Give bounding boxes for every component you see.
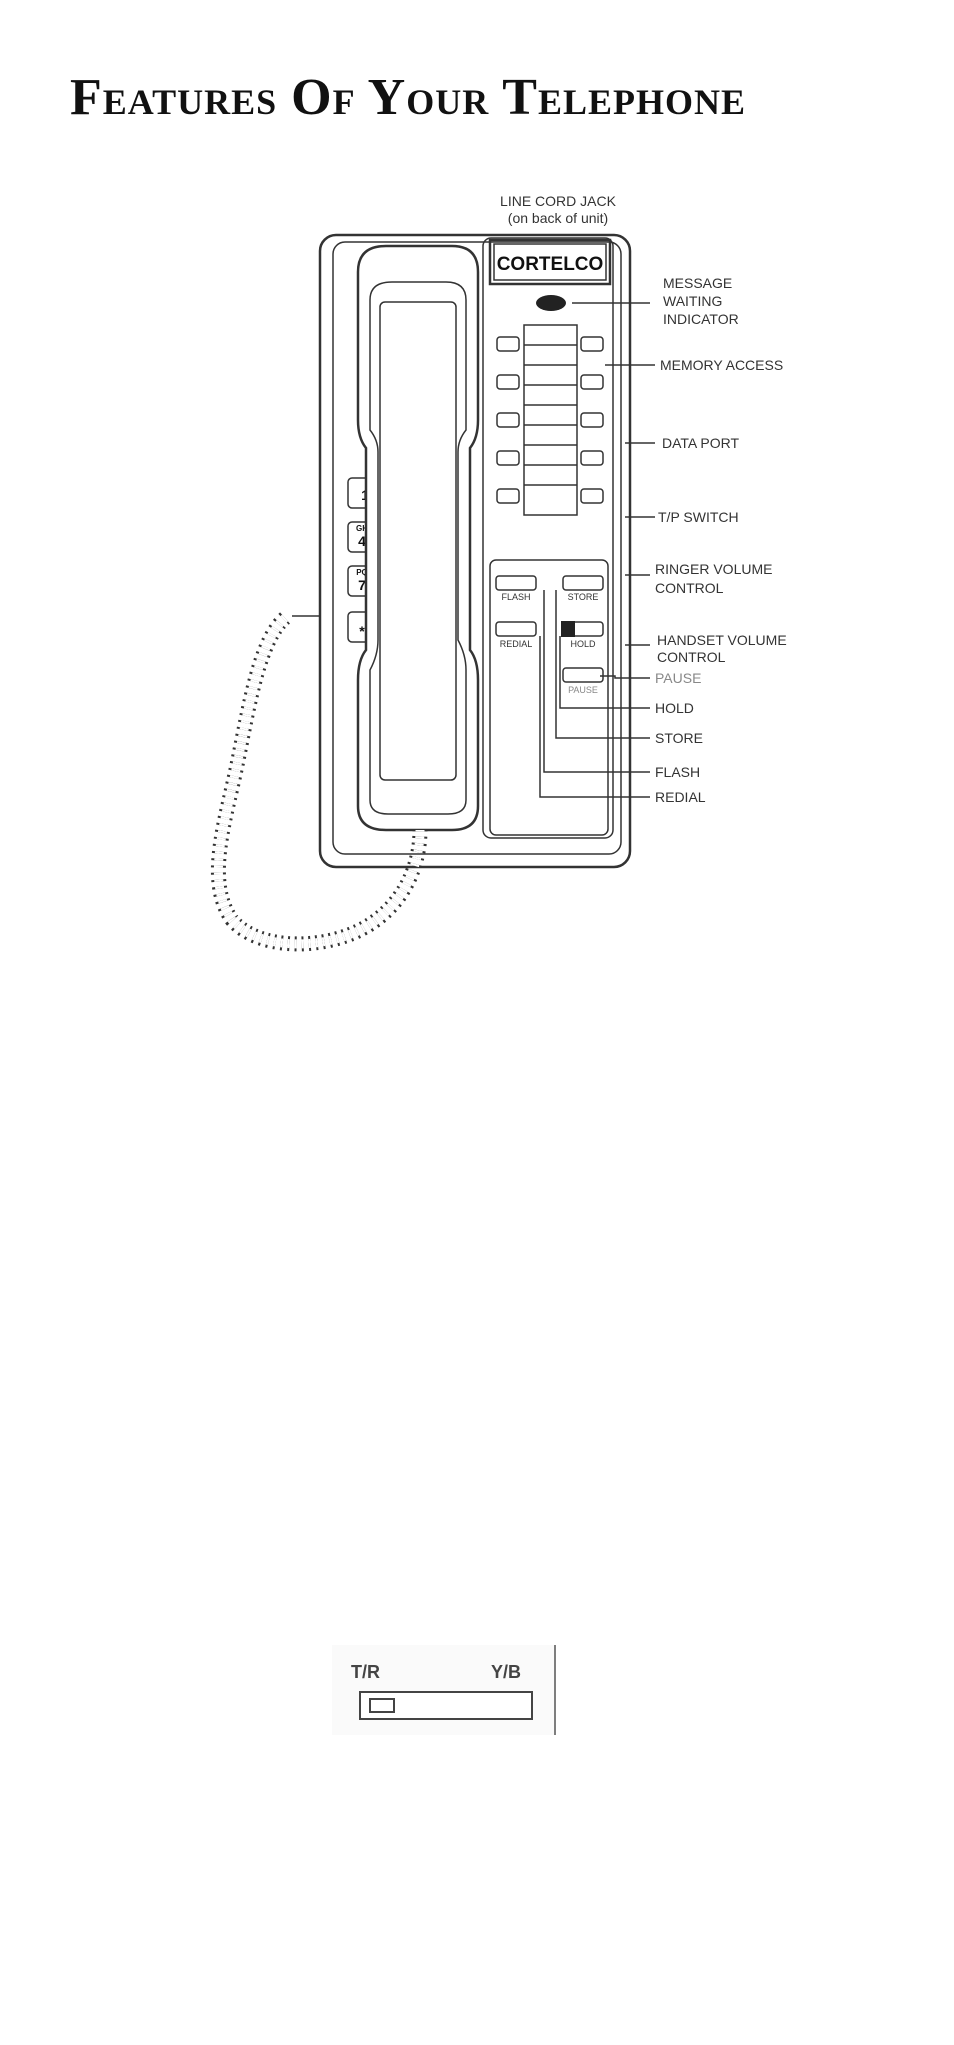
message-waiting-label-2: WAITING [663,293,722,309]
flash-button [495,575,537,591]
store-button [562,575,604,591]
memory-button [580,412,604,428]
handset-volume-label-2: CONTROL [657,649,726,665]
phone-base [318,233,632,869]
callout-labels: LINE CORD JACK (on back of unit) MESSAGE… [500,193,787,805]
memory-button [496,412,520,428]
message-waiting-label-3: INDICATOR [663,311,739,327]
tp-switch-detail: T/R Y/B [332,1645,556,1735]
key-7: 7 [358,577,366,593]
key-4: 4 [358,533,366,549]
pause-button-label: PAUSE [568,685,598,695]
memory-button [496,488,520,504]
switch-left-label: T/R [351,1662,380,1682]
store-label: STORE [655,730,703,746]
store-button-label: STORE [568,592,599,602]
callout-lines [539,302,655,798]
page-title: Features Of Your Telephone [70,69,746,126]
switch-right-label: Y/B [491,1662,521,1682]
switch-slider [369,1698,395,1713]
handset [356,244,480,832]
redial-label: REDIAL [655,789,706,805]
ringer-volume-label-1: RINGER VOLUME [655,561,772,577]
data-port-label: DATA PORT [662,435,739,451]
memory-button [580,374,604,390]
tp-switch-label: T/P SWITCH [658,509,739,525]
hold-indicator [561,621,575,637]
flash-label: FLASH [655,764,700,780]
memory-access-panel [496,324,604,516]
brand-logo: CORTELCO [497,254,604,275]
memory-button [580,336,604,352]
memory-button [496,336,520,352]
memory-button [580,488,604,504]
hold-button-label: HOLD [570,639,596,649]
key-star: * [359,623,365,639]
key-7-letters: PQ [356,568,368,577]
handset-volume-label-1: HANDSET VOLUME [657,632,787,648]
hold-label: HOLD [655,700,694,716]
line-cord-jack-label: LINE CORD JACK [500,193,617,209]
flash-button-label: FLASH [501,592,530,602]
memory-button [580,450,604,466]
message-waiting-indicator [536,295,566,311]
pause-label: PAUSE [655,670,701,686]
key-4-letters: GH [356,524,368,533]
memory-button [496,450,520,466]
redial-button [495,621,537,637]
line-cord-jack-sublabel: (on back of unit) [508,210,608,226]
memory-button [496,374,520,390]
brand-plate: CORTELCO [488,238,612,286]
function-buttons: FLASH STORE REDIAL HOLD PAUSE [495,575,604,695]
ringer-volume-label-2: CONTROL [655,580,724,596]
pause-button [562,667,604,683]
memory-access-label: MEMORY ACCESS [660,357,783,373]
redial-button-label: REDIAL [500,639,533,649]
message-waiting-label-1: MESSAGE [663,275,732,291]
coiled-cord [210,612,428,952]
